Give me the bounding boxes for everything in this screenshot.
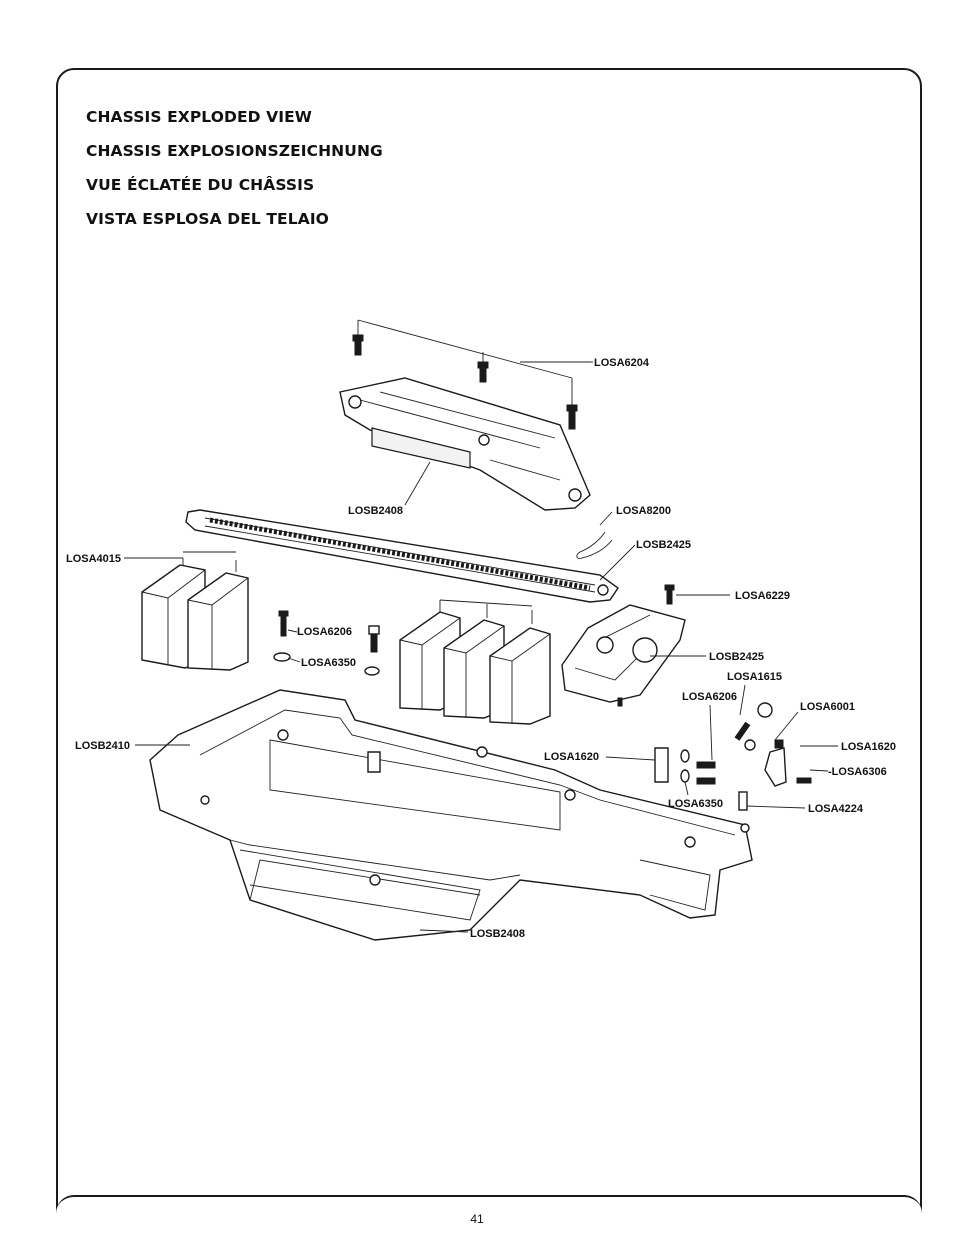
title-german: CHASSIS EXPLOSIONSZEICHNUNG [86,142,383,160]
screw-group-top [352,319,590,430]
label-losb2408-bottom: LOSB2408 [470,928,525,940]
battery-cells-left [141,551,249,671]
label-losb2425-a: LOSB2425 [636,539,691,551]
title-french: VUE ÉCLATÉE DU CHÂSSIS [86,176,315,194]
label-losa1620-left: LOSA1620 [544,751,599,763]
label-losa4224: LOSA4224 [808,803,864,815]
hardware-right [654,702,812,811]
leader-lines [124,361,838,933]
page-number: 41 [470,1212,484,1226]
hardware-middle [273,610,380,676]
battery-cells-right [399,599,551,725]
label-losa6204: LOSA6204 [594,357,650,369]
title-english: CHASSIS EXPLODED VIEW [86,108,312,126]
label-losa6306: -LOSA6306 [828,766,887,778]
label-losa6350-left: LOSA6350 [301,657,356,669]
battery-strap-top [339,377,591,511]
label-losa6206-right: LOSA6206 [682,691,737,703]
battery-tray-strip [185,509,619,603]
label-losb2410: LOSB2410 [75,740,130,752]
label-losa6001: LOSA6001 [800,701,855,713]
label-losa6229: LOSA6229 [735,590,790,602]
label-losa8200: LOSA8200 [616,505,671,517]
label-losa4015: LOSA4015 [66,553,121,565]
label-losa6206-left: LOSA6206 [297,626,352,638]
label-losa1615: LOSA1615 [727,671,782,683]
label-losa6350-right: LOSA6350 [668,798,723,810]
rear-mount [561,584,686,707]
title-block: CHASSIS EXPLODED VIEW CHASSIS EXPLOSIONS… [86,100,383,236]
main-chassis [149,689,753,941]
body-clip [576,531,613,559]
label-losb2425-b: LOSB2425 [709,651,764,663]
title-italian: VISTA ESPLOSA DEL TELAIO [86,210,329,228]
label-losb2408-top: LOSB2408 [348,505,403,517]
label-losa1620-right: LOSA1620 [841,741,896,753]
